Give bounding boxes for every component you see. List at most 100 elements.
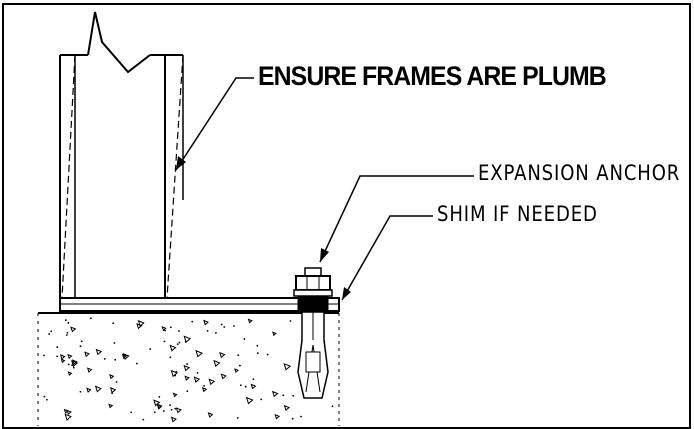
- aggregate-stone: [219, 351, 226, 359]
- aggregate-stone: [172, 392, 178, 398]
- aggregate-dot: [153, 411, 156, 414]
- aggregate-dot: [64, 319, 67, 322]
- aggregate-dot: [89, 317, 92, 320]
- aggregate-dot: [239, 384, 242, 387]
- aggregate-dot: [71, 364, 74, 367]
- leader-shim: [341, 215, 433, 301]
- aggregate-stone: [84, 351, 90, 358]
- aggregate-stone: [203, 319, 209, 326]
- leader-anchor: [319, 175, 474, 263]
- aggregate-dot: [236, 417, 239, 419]
- aggregate-dot: [72, 366, 75, 369]
- aggregate-dot: [220, 323, 223, 326]
- aggregate-stone: [169, 344, 177, 352]
- aggregate-dot: [66, 331, 69, 334]
- aggregate-stone: [283, 404, 291, 412]
- aggregate-stone: [67, 371, 73, 376]
- aggregate-stone: [247, 318, 253, 324]
- callout-frames-plumb: ENSURE FRAMES ARE PLUMB: [258, 61, 607, 91]
- aggregate-stone: [122, 353, 130, 360]
- aggregate-stone: [86, 367, 93, 373]
- aggregate-dot: [112, 322, 115, 325]
- aggregate-dot: [56, 355, 59, 358]
- aggregate-dot: [178, 341, 181, 344]
- aggregate-dot: [149, 348, 152, 350]
- aggregate-stone: [170, 416, 177, 423]
- aggregate-dot: [191, 320, 194, 323]
- aggregate-dot: [186, 390, 189, 392]
- aggregate-stone: [94, 385, 102, 393]
- callout-shim: SHIM IF NEEDED: [437, 202, 598, 226]
- aggregate-stone: [63, 408, 69, 414]
- aggregate-dot: [130, 411, 133, 414]
- aggregate-stone: [70, 360, 79, 368]
- aggregate-stone: [71, 359, 78, 366]
- aggregate-dot: [80, 340, 83, 343]
- aggregate-stone: [271, 390, 279, 398]
- aggregate-stone: [183, 364, 191, 372]
- aggregate-dot: [113, 342, 116, 344]
- aggregate-dot: [203, 384, 205, 387]
- aggregate-dot: [174, 374, 177, 377]
- aggregate-dot: [196, 372, 199, 374]
- aggregate-dot: [186, 363, 189, 365]
- aggregate-stone: [156, 404, 163, 410]
- callout-expansion-anchor: EXPANSION ANCHOR: [478, 161, 681, 185]
- aggregate-dot: [291, 417, 294, 420]
- aggregate-dot: [163, 340, 166, 343]
- aggregate-dot: [103, 358, 106, 360]
- aggregate-stone: [109, 387, 117, 394]
- aggregate-dot: [43, 395, 46, 398]
- aggregate-stone: [153, 399, 161, 407]
- aggregate-dot: [45, 398, 48, 401]
- aggregate-dot: [79, 390, 82, 393]
- aggregate-dot: [114, 358, 117, 361]
- aggregate-dot: [282, 394, 285, 397]
- aggregate-stone: [137, 320, 145, 327]
- aggregate-stone: [208, 378, 216, 386]
- aggregate-dot: [142, 418, 145, 421]
- aggregate-dot: [164, 329, 166, 332]
- aggregate-dot: [331, 405, 334, 408]
- aggregate-dot: [300, 415, 302, 418]
- aggregate-stone: [175, 407, 182, 414]
- aggregate-stone: [67, 353, 73, 359]
- aggregate-dot: [50, 330, 53, 333]
- aggregate-stone: [201, 387, 208, 393]
- aggregate-stone: [250, 383, 257, 390]
- aggregate-stone: [245, 396, 254, 405]
- aggregate-stone: [59, 354, 66, 360]
- aggregate-stone: [274, 413, 281, 420]
- aggregate-dot: [292, 394, 295, 397]
- aggregate-stone: [272, 331, 277, 337]
- aggregate-stone: [121, 353, 128, 360]
- aggregate-dot: [237, 354, 240, 357]
- aggregate-dot: [256, 352, 259, 355]
- aggregate-dot: [252, 378, 255, 381]
- aggregate-stone: [60, 358, 66, 364]
- aggregate-dot: [65, 334, 68, 336]
- aggregate-dot: [67, 363, 70, 366]
- aggregate-stone: [234, 368, 239, 373]
- aggregate-dot: [223, 326, 226, 328]
- aggregate-dot: [184, 341, 187, 343]
- drawing-border: [2, 3, 691, 429]
- door-frame: [59, 11, 184, 299]
- aggregate-stone: [170, 369, 179, 378]
- aggregate-stone: [136, 323, 143, 330]
- aggregate-dot: [169, 404, 172, 407]
- aggregate-dot: [169, 326, 172, 329]
- aggregate-stone: [184, 375, 190, 381]
- aggregate-dot: [162, 410, 165, 412]
- aggregate-dot: [206, 329, 209, 332]
- aggregate-stone: [109, 374, 115, 380]
- base-plate: [59, 297, 340, 312]
- aggregate-dot: [289, 320, 292, 322]
- aggregate-stone: [220, 373, 227, 380]
- aggregate-stone: [161, 326, 167, 332]
- aggregate-dot: [43, 354, 45, 357]
- aggregate-stone: [66, 409, 72, 416]
- aggregate-stone: [64, 413, 72, 421]
- aggregate-stone: [86, 387, 92, 393]
